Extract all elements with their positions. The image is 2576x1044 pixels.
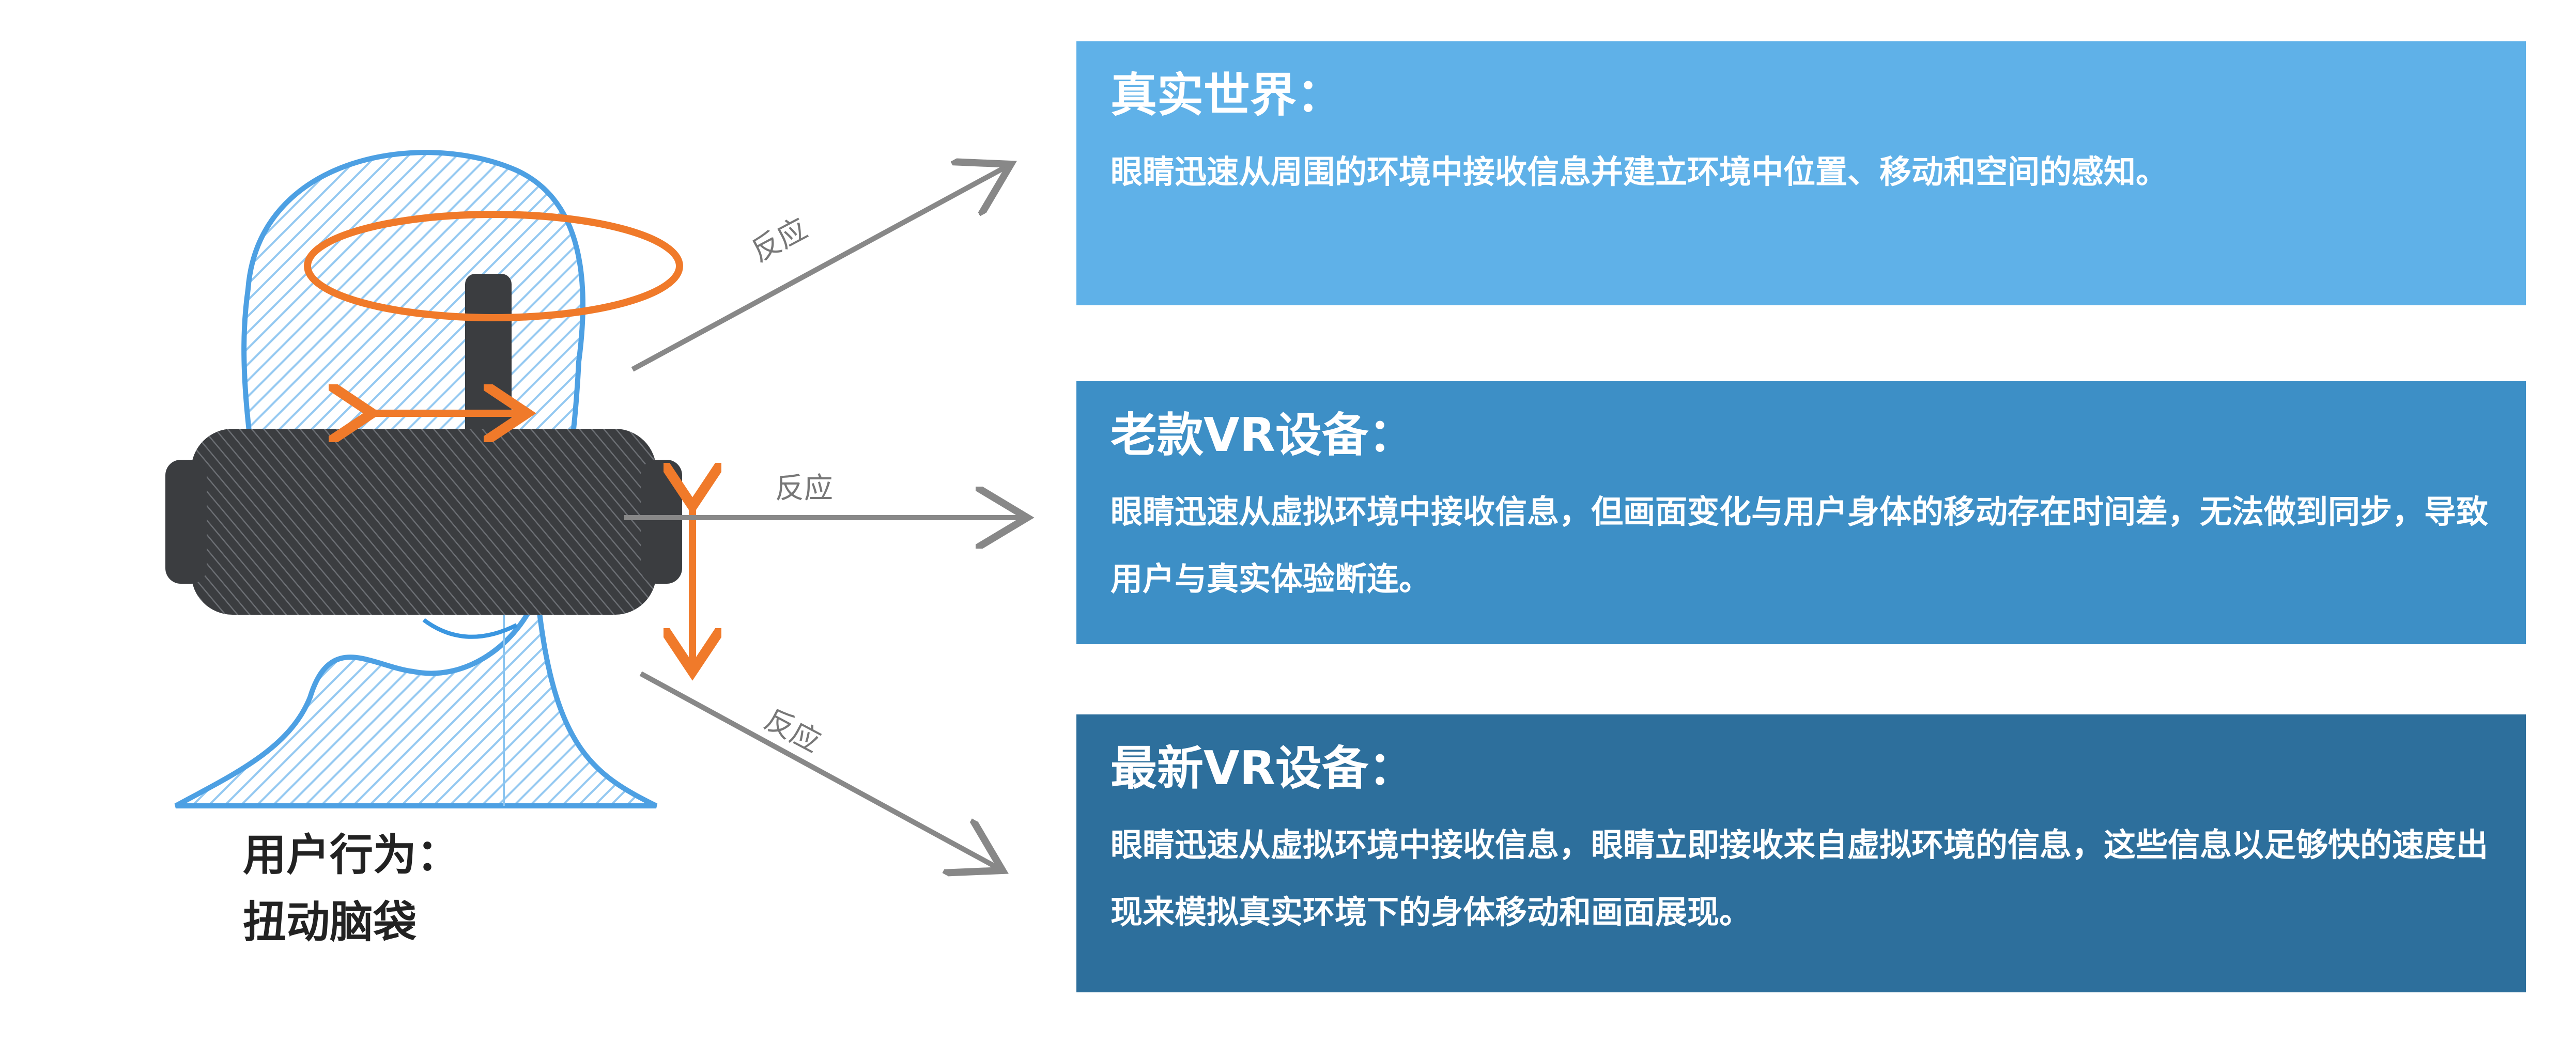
rotation-arrow-icon	[304, 211, 683, 321]
box-title: 老款VR设备：	[1110, 408, 1415, 462]
user-action-label: 用户行为： 扭动脑袋	[243, 821, 460, 956]
box-body: 眼睛迅速从周围的环境中接收信息并建立环境中位置、移动和空间的感知。	[1110, 153, 2168, 191]
head-motion-arrows	[304, 211, 692, 672]
user-action-desc: 扭动脑袋	[243, 897, 417, 947]
new-vr-box: 最新VR设备： 眼睛迅速从虚拟环境中接收信息，眼睛立即接收来自虚拟环境的信息，这…	[1076, 714, 2526, 992]
old-vr-box: 老款VR设备： 眼睛迅速从虚拟环境中接收信息，但画面变化与用户身体的移动存在时间…	[1076, 381, 2526, 644]
real-world-box: 真实世界： 眼睛迅速从周围的环境中接收信息并建立环境中位置、移动和空间的感知。	[1076, 41, 2526, 305]
box-title: 最新VR设备：	[1110, 741, 1415, 796]
box-body: 眼睛迅速从虚拟环境中接收信息，眼睛立即接收来自虚拟环境的信息，这些信息以足够快的…	[1110, 826, 2489, 931]
box-body: 眼睛迅速从虚拟环境中接收信息，但画面变化与用户身体的移动存在时间差，无法做到同步…	[1110, 493, 2489, 598]
arrow-up-icon	[631, 164, 1011, 372]
user-action-title: 用户行为：	[243, 830, 460, 880]
reaction-label-2: 反应	[775, 472, 833, 505]
reaction-arrows	[624, 164, 1027, 870]
arrow-down-icon	[639, 671, 1002, 870]
box-title: 真实世界：	[1110, 68, 1343, 122]
